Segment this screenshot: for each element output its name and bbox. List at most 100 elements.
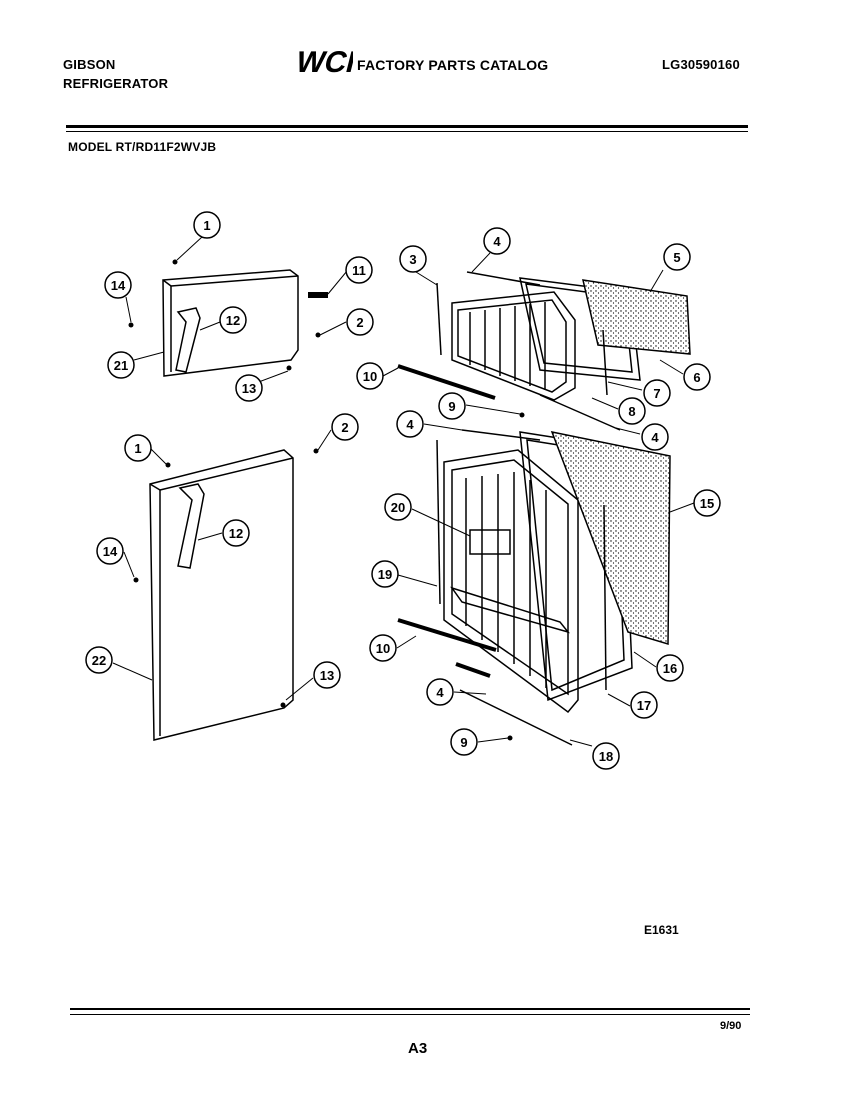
callout-number: 5 bbox=[673, 250, 680, 265]
callout-number: 20 bbox=[391, 500, 405, 515]
footer-rule-top bbox=[70, 1008, 750, 1010]
freezer-door-panel bbox=[582, 279, 691, 355]
brand-name: GIBSON bbox=[63, 57, 116, 72]
callout-bubble: 9 bbox=[438, 392, 466, 420]
fresh-food-door-handle bbox=[177, 483, 205, 569]
callout-bubble: 2 bbox=[331, 413, 359, 441]
trim-strip-10b bbox=[397, 618, 497, 652]
callout-number: 15 bbox=[700, 496, 714, 511]
page-number: A3 bbox=[408, 1040, 428, 1057]
callout-number: 16 bbox=[663, 661, 677, 676]
callout-number: 17 bbox=[637, 698, 651, 713]
callout-number: 11 bbox=[352, 263, 366, 278]
callout-number: 2 bbox=[341, 420, 348, 435]
callout-number: 19 bbox=[378, 567, 392, 582]
callout-bubble: 17 bbox=[630, 691, 658, 719]
fresh-food-door-liner bbox=[443, 449, 579, 714]
callout-bubble: 13 bbox=[313, 661, 341, 689]
callout-number: 1 bbox=[134, 441, 141, 456]
footer-rule-bottom bbox=[70, 1014, 750, 1015]
catalog-title: FACTORY PARTS CATALOG bbox=[357, 57, 549, 73]
diagram-reference-code: E1631 bbox=[644, 923, 679, 937]
callout-bubble: 8 bbox=[618, 397, 646, 425]
callout-bubble: 1 bbox=[193, 211, 221, 239]
callout-number: 10 bbox=[376, 641, 390, 656]
callout-number: 10 bbox=[363, 369, 377, 384]
callout-bubble: 4 bbox=[641, 423, 669, 451]
callout-number: 14 bbox=[111, 278, 126, 293]
callout-bubble: 15 bbox=[693, 489, 721, 517]
trim-strip-3 bbox=[436, 282, 442, 356]
callout-bubble: 12 bbox=[219, 306, 247, 334]
callout-bubble: 10 bbox=[356, 362, 384, 390]
callout-bubble: 5 bbox=[663, 243, 691, 271]
callout-number: 22 bbox=[92, 653, 106, 668]
callout-bubble: 14 bbox=[104, 271, 132, 299]
callout-bubble: 4 bbox=[426, 678, 454, 706]
callout-number: 4 bbox=[493, 234, 501, 249]
hardware bbox=[128, 259, 525, 741]
callout-number: 21 bbox=[114, 358, 128, 373]
catalog-date: 9/90 bbox=[720, 1020, 742, 1032]
callout-number: 8 bbox=[628, 404, 635, 419]
fresh-food-door-panel bbox=[550, 430, 671, 646]
callout-number: 2 bbox=[356, 315, 363, 330]
callout-bubble: 18 bbox=[592, 742, 620, 770]
callout-bubble: 7 bbox=[643, 379, 671, 407]
trim-strip-18 bbox=[455, 662, 491, 678]
header-rule-bottom bbox=[66, 131, 748, 132]
callout-bubble: 13 bbox=[235, 374, 263, 402]
callout-bubble: 12 bbox=[222, 519, 250, 547]
trim-strip-19 bbox=[436, 439, 441, 605]
header-rule-top bbox=[66, 125, 748, 128]
freezer-door bbox=[162, 269, 299, 377]
callout-number: 1 bbox=[203, 218, 210, 233]
trim-strip-4b bbox=[539, 394, 621, 431]
callout-number: 6 bbox=[693, 370, 700, 385]
callout-bubble: 9 bbox=[450, 728, 478, 756]
wci-logo: WCI bbox=[293, 45, 353, 77]
wci-logo-text: WCI bbox=[293, 45, 353, 77]
callout-number: 18 bbox=[599, 749, 613, 764]
callout-bubble: 3 bbox=[399, 245, 427, 273]
callout-bubble: 1 bbox=[124, 434, 152, 462]
callout-bubble: 20 bbox=[384, 493, 412, 521]
fresh-food-door bbox=[149, 449, 294, 741]
callout-number: 12 bbox=[229, 526, 243, 541]
callout-number: 9 bbox=[460, 735, 467, 750]
trim-strip-4d bbox=[459, 689, 573, 746]
trim-strip-4a bbox=[466, 271, 541, 286]
product-type: REFRIGERATOR bbox=[63, 76, 169, 91]
callout-bubble: 16 bbox=[656, 654, 684, 682]
callout-bubble: 19 bbox=[371, 560, 399, 588]
callout-number: 4 bbox=[406, 417, 414, 432]
callout-bubble: 4 bbox=[483, 227, 511, 255]
model-number: MODEL RT/RD11F2WVJB bbox=[68, 140, 217, 154]
callout-number: 12 bbox=[226, 313, 240, 328]
trim-strip-4c bbox=[461, 429, 541, 441]
callout-number: 13 bbox=[242, 381, 256, 396]
callout-bubble: 22 bbox=[85, 646, 113, 674]
trim-strip-7 bbox=[602, 329, 608, 396]
callout-bubble: 21 bbox=[107, 351, 135, 379]
callout-bubble: 14 bbox=[96, 537, 124, 565]
callout-bubble: 11 bbox=[345, 256, 373, 284]
callout-number: 7 bbox=[653, 386, 660, 401]
callout-number: 4 bbox=[436, 685, 444, 700]
callout-number: 4 bbox=[651, 430, 659, 445]
callout-number: 9 bbox=[448, 399, 455, 414]
callout-number: 14 bbox=[103, 544, 118, 559]
trim-strip-10a bbox=[397, 364, 496, 400]
trim-strip-17 bbox=[603, 504, 607, 691]
callout-bubble: 10 bbox=[369, 634, 397, 662]
callout-number: 13 bbox=[320, 668, 334, 683]
callout-group: 1 14 11 12 2 21 13 3 4 5 10 6 9 7 8 4 1 … bbox=[85, 211, 721, 770]
catalog-part-number: LG30590160 bbox=[662, 57, 740, 72]
callout-bubble: 4 bbox=[396, 410, 424, 438]
freezer-door-liner bbox=[451, 291, 576, 401]
freezer-door-handle bbox=[175, 307, 201, 373]
callout-bubble: 6 bbox=[683, 363, 711, 391]
callout-bubble: 2 bbox=[346, 308, 374, 336]
callout-number: 3 bbox=[409, 252, 416, 267]
